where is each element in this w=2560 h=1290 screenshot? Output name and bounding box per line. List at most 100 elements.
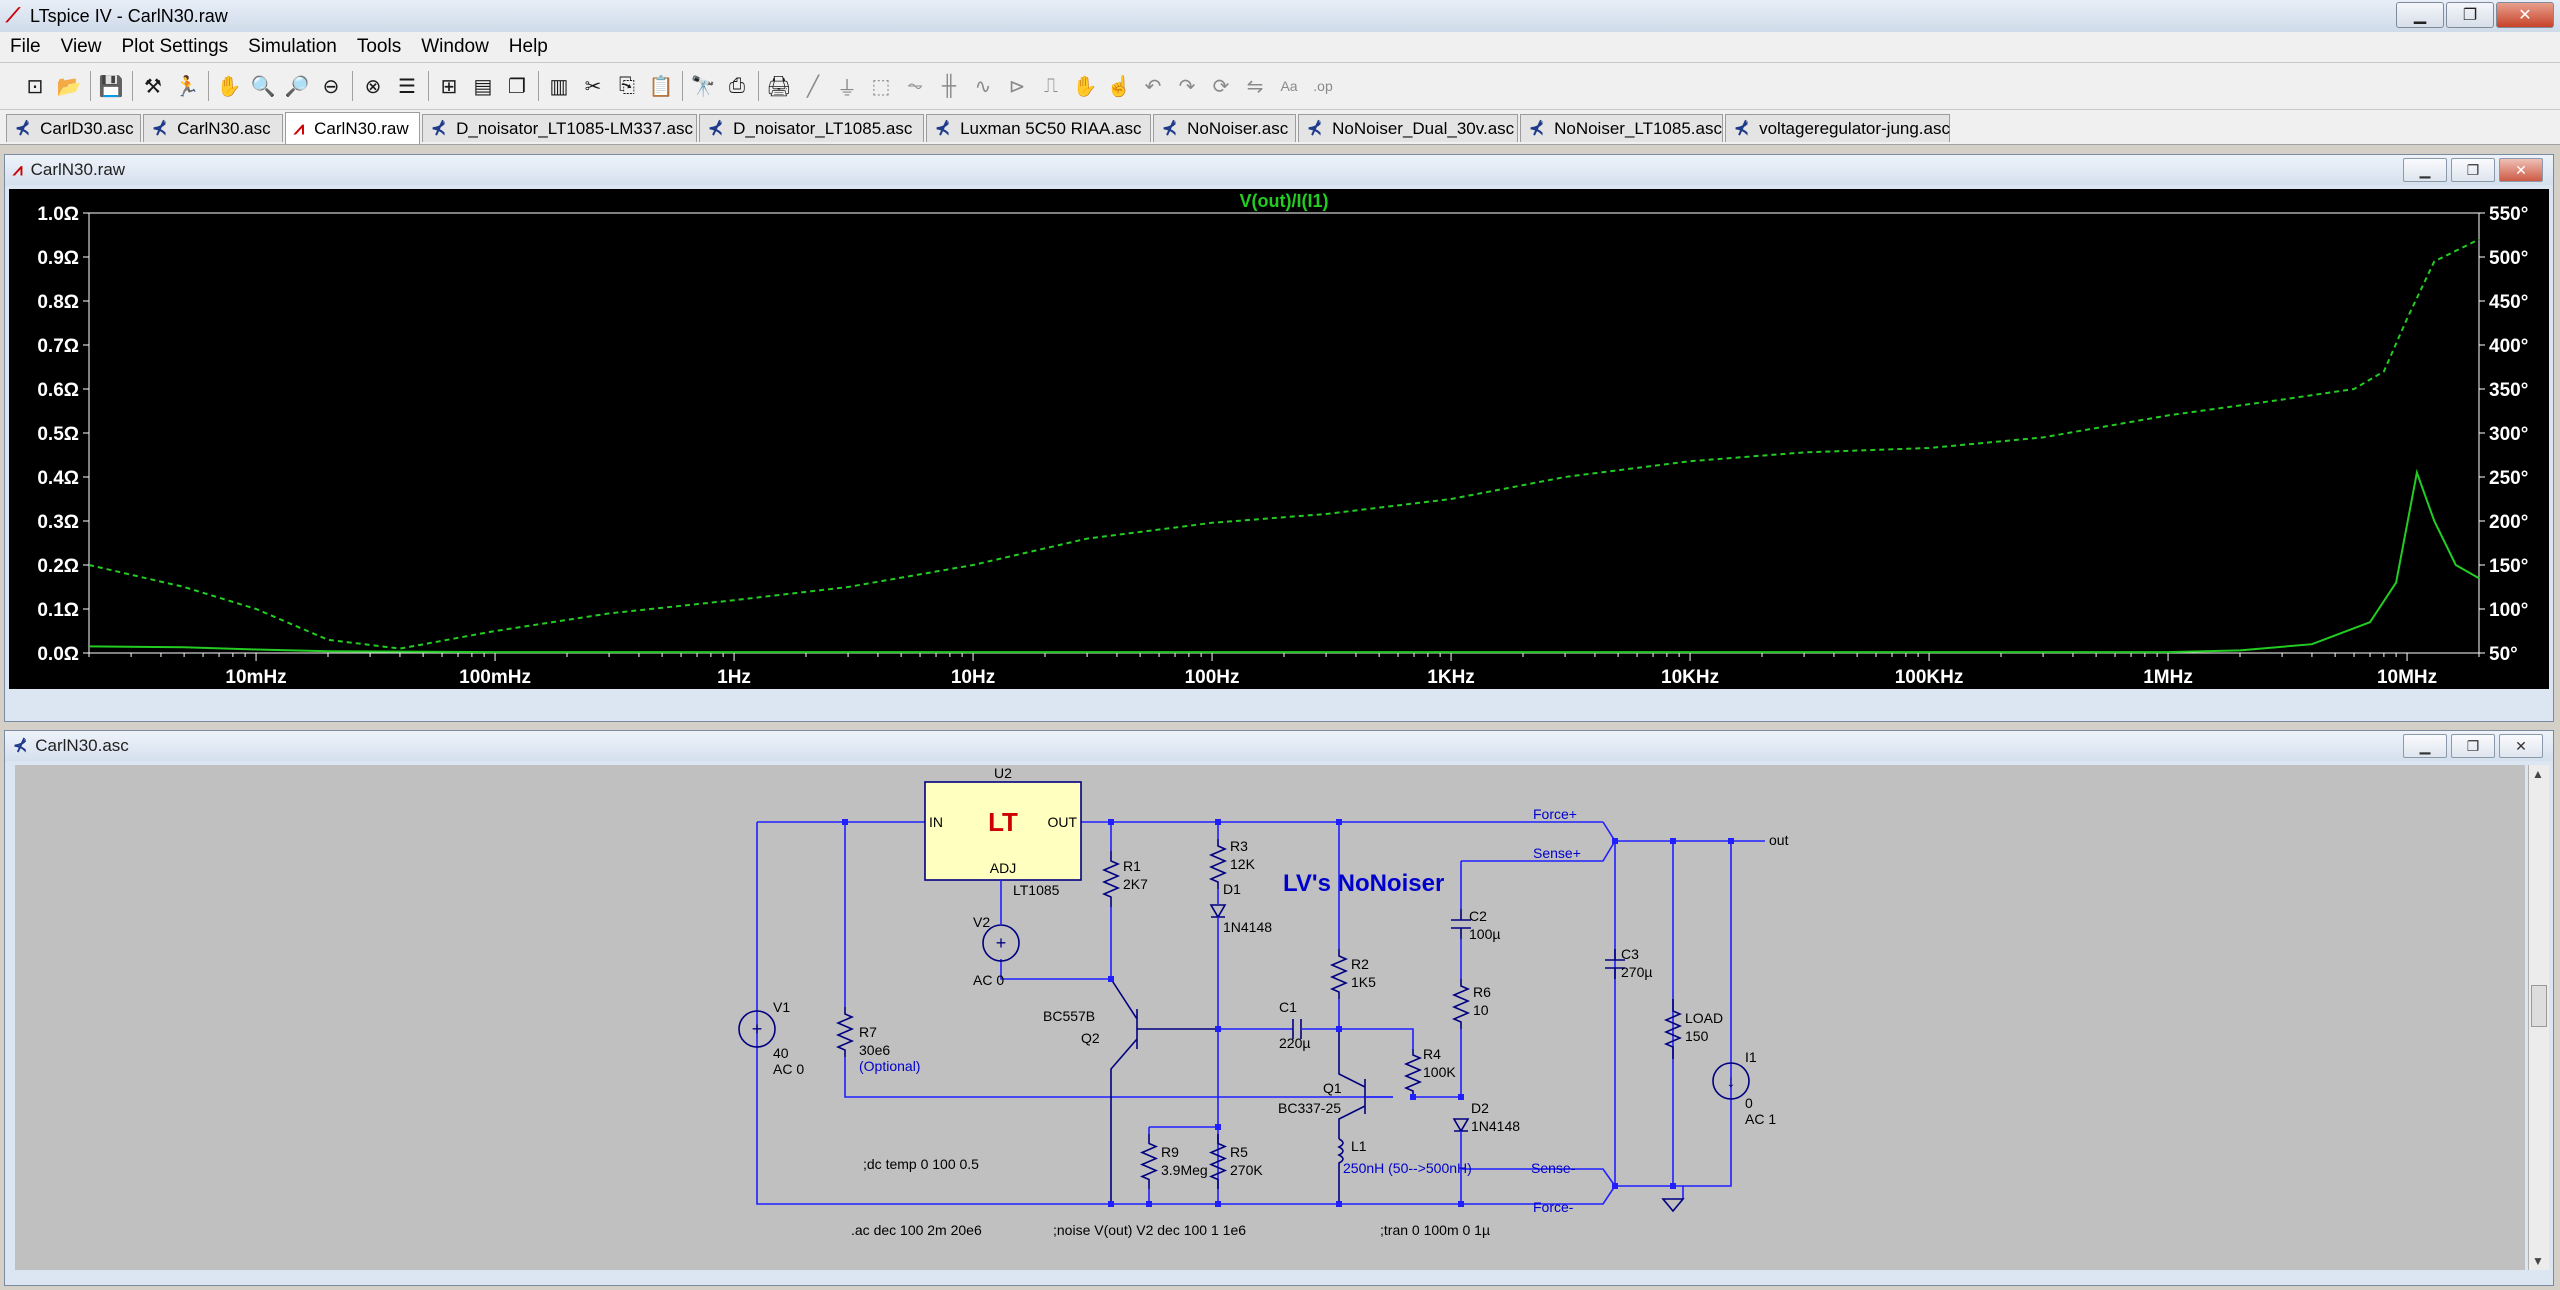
zoom-fit-icon[interactable]: ⊗ (364, 75, 382, 98)
schematic-vertical-scrollbar[interactable]: ▲ ▼ (2528, 765, 2549, 1270)
toolbar-separator (758, 71, 759, 101)
junction-dot (1458, 1201, 1464, 1207)
tab-nonoiser-lt1085-asc[interactable]: ⊀ NoNoiser_LT1085.asc (1520, 114, 1723, 142)
rotate-icon[interactable]: ⟳ (1212, 75, 1230, 98)
tab-label: Luxman 5C50 RIAA.asc (960, 118, 1142, 138)
tab-label: NoNoiser.asc (1187, 118, 1289, 138)
mirror-icon[interactable]: ⇋ (1246, 75, 1264, 98)
wire (1000, 907, 1112, 980)
tab-nonoiser-asc[interactable]: ⊀NoNoiser.asc (1153, 114, 1296, 142)
schematic-maximize-button[interactable]: ❐ (2451, 734, 2495, 758)
print-icon[interactable]: 🖨 (766, 75, 792, 98)
zoom-out-icon[interactable]: ⊖ (322, 75, 340, 98)
find-icon[interactable]: 🔭 (690, 75, 716, 98)
tab-carln30-asc[interactable]: ⊀CarlN30.asc (143, 114, 283, 142)
wire (844, 1057, 1393, 1098)
redo-icon[interactable]: ↷ (1178, 75, 1196, 98)
c3-capacitor (1605, 949, 1625, 979)
schematic-minimize-button[interactable]: ▁ (2403, 734, 2447, 758)
tab-label: D_noisator_LT1085.asc (733, 118, 913, 138)
document-tab-bar: ⊀CarlD30.asc⊀CarlN30.asc⩘CarlN30.raw⊀D_n… (0, 110, 2560, 145)
inductor-icon[interactable]: ∿ (974, 75, 992, 98)
cut-icon[interactable]: ✂ (584, 75, 602, 98)
part-value-label: 30e6 (859, 1042, 890, 1058)
schematic-close-button[interactable]: ✕ (2499, 734, 2543, 758)
zoom-area-icon[interactable]: 🔎 (284, 75, 310, 98)
control-panel-icon[interactable]: ⚒ (144, 75, 162, 98)
tab-carln30-raw[interactable]: ⩘CarlN30.raw (285, 112, 420, 144)
toolbar-separator (132, 71, 133, 101)
new-schematic-icon[interactable]: ⊡ (26, 75, 44, 98)
component-icon[interactable]: ⎍ (1044, 74, 1058, 97)
cascade-icon[interactable]: ❐ (508, 75, 526, 98)
q2-part-label: BC557B (1043, 1008, 1095, 1024)
minimize-button[interactable]: ▁ (2396, 2, 2444, 28)
waveform-close-button[interactable]: ✕ (2499, 158, 2543, 182)
capacitor-icon[interactable]: ╫ (941, 74, 957, 97)
schematic-icon: ⊀ (1529, 118, 1545, 138)
text-icon[interactable]: Aa (1280, 78, 1298, 94)
menu-plot-settings[interactable]: Plot Settings (121, 36, 229, 57)
paste-icon[interactable]: 📋 (648, 75, 674, 98)
part-ref-label: V2 (973, 914, 990, 930)
tile-horizontal-icon[interactable]: ▤ (473, 75, 493, 98)
tab-voltageregulator-jung-asc[interactable]: ⊀voltageregulator-jung.asc (1725, 114, 1950, 142)
menu-view[interactable]: View (60, 36, 102, 57)
linear-tech-logo: LT (988, 807, 1018, 837)
maximize-button[interactable]: ❐ (2446, 2, 2494, 28)
tab-d-noisator-lt1085-lm337-asc[interactable]: ⊀D_noisator_LT1085-LM337.asc (422, 114, 697, 142)
undo-icon[interactable]: ↶ (1144, 75, 1162, 98)
menu-tools[interactable]: Tools (356, 36, 402, 57)
drag-icon[interactable]: ☝ (1106, 75, 1132, 98)
waveform-maximize-button[interactable]: ❐ (2451, 158, 2495, 182)
part-value-label: 270K (1230, 1162, 1263, 1178)
tab-d-noisator-lt1085-asc[interactable]: ⊀D_noisator_LT1085.asc (699, 114, 924, 142)
scroll-thumb[interactable] (2531, 985, 2547, 1027)
v1-source (738, 1010, 776, 1048)
zoom-in-icon[interactable]: 🔍 (250, 75, 276, 98)
menu-file[interactable]: File (10, 36, 41, 57)
u2-part-label: LT1085 (1013, 882, 1060, 898)
menu-help[interactable]: Help (508, 36, 548, 57)
waveform-icon: ⩘ (13, 160, 23, 179)
tab-nonoiser-dual-30v-asc[interactable]: ⊀NoNoiser_Dual_30v.asc (1298, 114, 1518, 142)
copy-icon[interactable]: ⎘ (619, 74, 635, 97)
spice-directive-icon[interactable]: .op (1313, 78, 1333, 94)
diode-icon[interactable]: ⊳ (1008, 75, 1026, 98)
q2-ref-label: Q2 (1081, 1030, 1100, 1046)
scroll-up-icon[interactable]: ▲ (2532, 767, 2544, 781)
close-button[interactable]: ✕ (2496, 2, 2554, 28)
part-value-label: 270µ (1621, 964, 1652, 980)
toolbar-separator (352, 71, 353, 101)
wire-icon[interactable]: ╱ (806, 75, 820, 98)
menu-window[interactable]: Window (421, 36, 489, 57)
run-icon[interactable]: 🏃 (174, 75, 200, 98)
menu-simulation[interactable]: Simulation (248, 36, 337, 57)
tile-vertical-icon[interactable]: ▥ (549, 75, 569, 98)
move-icon[interactable]: ✋ (1072, 75, 1098, 98)
open-icon[interactable]: 📂 (56, 75, 82, 98)
y-left-tick-label: 0.6Ω (37, 380, 79, 401)
part-ref-label: C2 (1469, 908, 1487, 924)
part-ref-label: D1 (1223, 881, 1241, 897)
print-setup-icon[interactable]: ⎙ (729, 74, 745, 97)
autorange-icon[interactable]: ☰ (398, 75, 416, 98)
pan-icon[interactable]: ✋ (216, 75, 242, 98)
part-ref-label: R6 (1473, 984, 1491, 1000)
label-icon[interactable]: ⬚ (871, 75, 891, 98)
ground-icon[interactable]: ⏚ (837, 77, 857, 100)
y-right-tick-label: 200° (2489, 512, 2528, 533)
mark-unused-icon[interactable]: ⊞ (440, 75, 458, 98)
y-left-tick-label: 0.2Ω (37, 556, 79, 577)
resistor-icon[interactable]: ⏦ (906, 74, 924, 97)
tab-luxman-5c50-riaa-asc[interactable]: ⊀Luxman 5C50 RIAA.asc (926, 114, 1151, 142)
waveform-minimize-button[interactable]: ▁ (2403, 158, 2447, 182)
save-icon[interactable]: 💾 (98, 75, 124, 98)
scroll-down-icon[interactable]: ▼ (2532, 1254, 2544, 1268)
tab-carld30-asc[interactable]: ⊀CarlD30.asc (6, 114, 141, 142)
tab-label: NoNoiser_LT1085.asc (1554, 118, 1722, 138)
